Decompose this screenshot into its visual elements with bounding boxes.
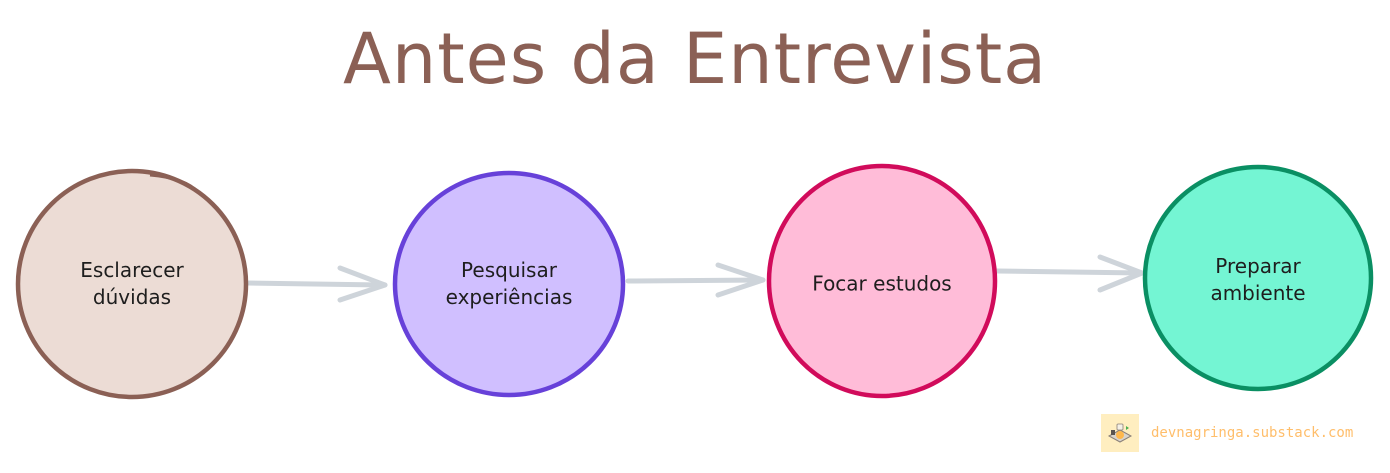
node-label-line: dúvidas bbox=[92, 285, 172, 309]
node-label-4: Preparar ambiente bbox=[1210, 253, 1305, 307]
node-label-2: Pesquisar experiências bbox=[446, 257, 573, 311]
node-label-line: Esclarecer bbox=[80, 258, 184, 282]
node-label-1: Esclarecer dúvidas bbox=[80, 257, 183, 311]
watermark-text[interactable]: devnagringa.substack.com bbox=[1151, 425, 1354, 441]
arrow-3 bbox=[994, 254, 1145, 293]
node-circle-4[interactable] bbox=[1142, 164, 1374, 392]
node-label-line: Focar estudos bbox=[812, 271, 952, 296]
watermark[interactable]: devnagringa.substack.com bbox=[1101, 414, 1353, 452]
arrow-1 bbox=[244, 265, 388, 303]
node-label-line: Preparar bbox=[1215, 254, 1301, 278]
diagram-title: Antes da Entrevista bbox=[342, 18, 1048, 100]
node-label-line: experiências bbox=[445, 285, 573, 309]
node-circle-3[interactable] bbox=[766, 163, 998, 399]
node-label-3: Focar estudos bbox=[812, 271, 951, 298]
node-circle-1[interactable] bbox=[15, 168, 249, 400]
node-label-line: ambiente bbox=[1210, 281, 1306, 305]
node-label-line: Pesquisar bbox=[461, 258, 557, 282]
food-tray-icon bbox=[1101, 414, 1139, 452]
arrow-2 bbox=[625, 262, 766, 298]
node-circle-2[interactable] bbox=[392, 170, 626, 398]
